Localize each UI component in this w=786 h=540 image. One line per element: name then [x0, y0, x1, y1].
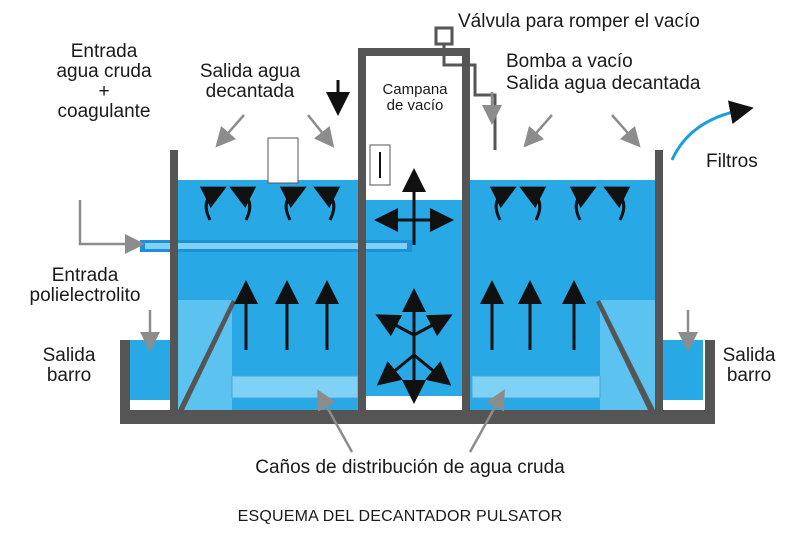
distribution-pipes-label: Caños de distribución de agua cruda — [255, 457, 565, 478]
pointer-arrows — [78, 92, 698, 453]
flow-arrows — [199, 80, 631, 404]
vacuum-valve — [434, 26, 497, 150]
distribution-pipes-left — [231, 375, 359, 399]
inlet-label: Entrada agua cruda + coagulante — [56, 41, 152, 122]
polyelectrolyte-label: Entrada polielectrolito — [29, 265, 141, 306]
pump-outlet-label: Salida agua decantada — [506, 73, 701, 94]
sludge-outlet-left-label: Salida barro — [42, 345, 96, 386]
diagram-caption: ESQUEMA DEL DECANTADOR PULSATOR — [237, 508, 563, 525]
filters-arrow — [670, 100, 754, 161]
outlet-label: Salida agua decantada — [199, 61, 301, 102]
filters-label: Filtros — [706, 151, 758, 172]
sludge-outlet-right-label: Salida barro — [722, 345, 776, 386]
bell-label: Campana de vacío — [382, 81, 448, 114]
valve-label: Válvula para romper el vacío — [458, 11, 700, 32]
outlet-box — [267, 137, 299, 184]
tank-walls — [120, 48, 715, 424]
distribution-pipes-right — [471, 375, 601, 399]
raw-water-pipe-inner — [145, 243, 407, 249]
pump-label: Bomba a vacío — [506, 51, 633, 72]
